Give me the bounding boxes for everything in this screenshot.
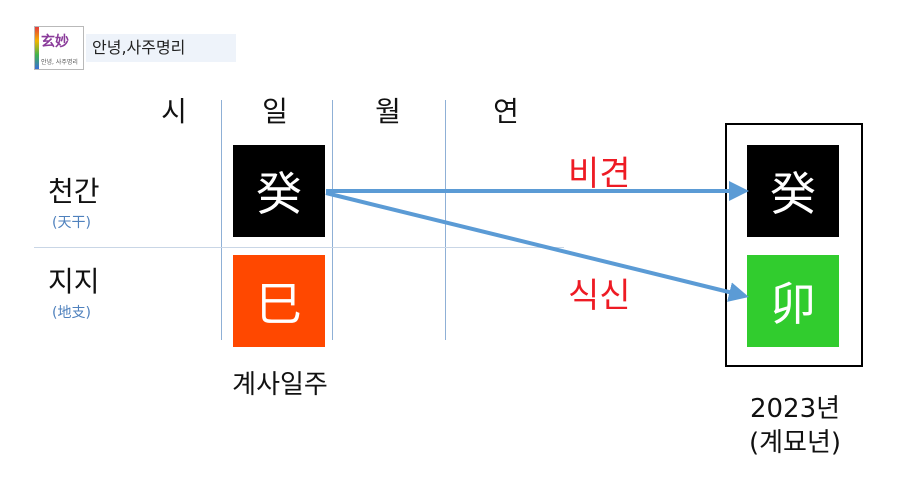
- year-pillar-frame: [725, 123, 863, 367]
- brand-title: 안녕,사주명리: [86, 34, 236, 62]
- day-stem-cell: 癸: [233, 145, 325, 237]
- day-branch-cell: 巳: [233, 255, 325, 347]
- column-header-day: 일: [262, 95, 288, 128]
- row-header-earthly-branches: 지지: [48, 265, 100, 298]
- logo-subtitle: 안녕, 사주명리: [41, 59, 78, 66]
- row-subheader-earthly-branches: (地支): [52, 305, 91, 321]
- year-branch-cell: 卯: [747, 255, 839, 347]
- column-header-month: 월: [375, 95, 401, 128]
- row-subheader-heavenly-stems: (天干): [52, 215, 91, 231]
- arrow-day-stem-to-year-branch: [325, 191, 749, 302]
- grid-line-horizontal: [34, 247, 564, 248]
- relation-label-branch: 식신: [568, 276, 631, 316]
- column-header-year: 연: [493, 95, 519, 128]
- logo-color-bar: [35, 27, 39, 69]
- year-caption-line1: 2023년: [749, 394, 841, 424]
- column-header-hour: 시: [161, 95, 187, 128]
- grid-line-vertical-3: [445, 100, 446, 340]
- relation-label-stem: 비견: [568, 154, 631, 194]
- logo: 玄妙 안녕, 사주명리: [34, 26, 84, 70]
- year-stem-cell: 癸: [747, 145, 839, 237]
- day-pillar-caption: 계사일주: [232, 370, 328, 400]
- logo-mark: 玄妙: [41, 34, 69, 50]
- grid-line-vertical-1: [221, 100, 222, 340]
- year-caption-line2: (계묘년): [748, 428, 842, 458]
- row-header-heavenly-stems: 천간: [48, 175, 100, 208]
- grid-line-vertical-2: [332, 100, 333, 340]
